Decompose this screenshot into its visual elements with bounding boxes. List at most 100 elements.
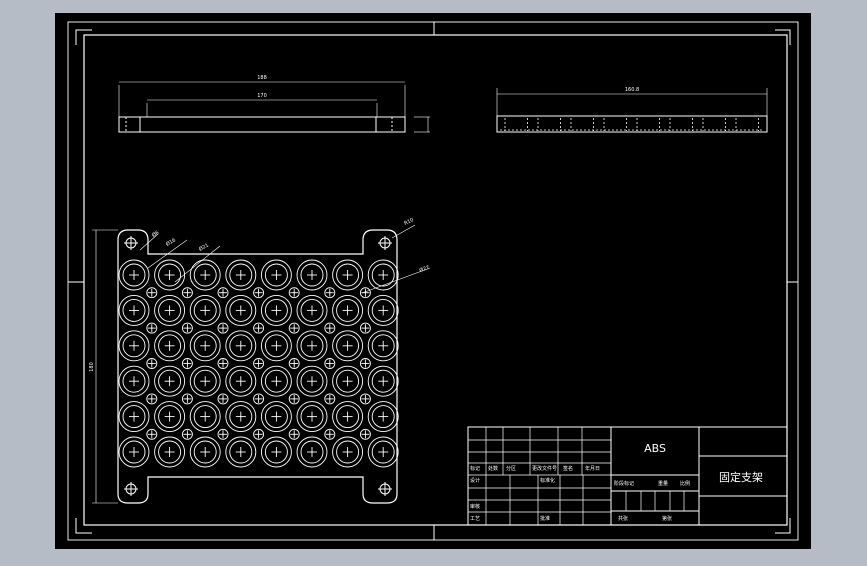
vent-hole (359, 287, 371, 299)
cell-outer-ring (118, 401, 150, 433)
cell-inner-ring (229, 263, 253, 287)
cell-outer-ring (154, 401, 186, 433)
front-view (118, 81, 430, 133)
cell-outer-ring (296, 330, 328, 362)
cell-inner-ring (158, 263, 182, 287)
row-label-review: 审核 (470, 503, 480, 510)
cell-inner-ring (158, 334, 182, 358)
vent-hole (181, 322, 193, 334)
row-label-standard: 标准化 (540, 477, 555, 484)
vent-hole (253, 287, 265, 299)
cell-outer-ring (260, 401, 292, 433)
cell-outer-ring (296, 294, 328, 326)
drawing-sheet (55, 13, 811, 549)
cell-outer-ring (154, 365, 186, 397)
vent-hole (359, 393, 371, 405)
vent-hole (181, 393, 193, 405)
cell-outer-ring (189, 330, 221, 362)
cell-outer-ring (189, 401, 221, 433)
callout-hole-small: Ø6 (151, 229, 161, 239)
cell-outer-ring (118, 259, 150, 291)
vent-hole (217, 322, 229, 334)
cell-inner-ring (264, 369, 288, 393)
title-block-grid (468, 427, 685, 525)
cell-inner-ring (158, 298, 182, 322)
cell-outer-ring (154, 330, 186, 362)
corner-marks (75, 29, 791, 534)
mounting-holes (124, 236, 392, 496)
cell-outer-ring (118, 436, 150, 468)
cell-outer-ring (189, 436, 221, 468)
cell-inner-ring (264, 405, 288, 429)
cell-inner-ring (371, 369, 395, 393)
plan-dim-height-label: 180 (89, 362, 95, 372)
cell-inner-ring (264, 334, 288, 358)
vent-hole (253, 393, 265, 405)
cell-inner-ring (371, 298, 395, 322)
vent-hole (146, 287, 158, 299)
cell-outer-ring (118, 330, 150, 362)
vent-hole (359, 358, 371, 369)
cell-outer-ring (154, 436, 186, 468)
header-label-date: 年月日 (585, 465, 600, 472)
cell-outer-ring (260, 330, 292, 362)
vent-hole (146, 428, 158, 440)
vent-hole (181, 287, 193, 299)
plan-outline (117, 229, 398, 504)
header-label-mark: 标记 (470, 465, 480, 472)
vent-hole (288, 393, 300, 405)
cell-inner-ring (229, 405, 253, 429)
cell-outer-ring (296, 259, 328, 291)
vent-hole (181, 358, 193, 369)
vent-hole (146, 358, 158, 369)
vent-hole (253, 358, 265, 369)
vent-hole (253, 322, 265, 334)
cell-inner-ring (300, 369, 324, 393)
cell-inner-ring (371, 263, 395, 287)
cell-inner-ring (158, 440, 182, 464)
cell-outer-ring (332, 294, 364, 326)
vent-hole (359, 322, 371, 334)
cell-inner-ring (371, 405, 395, 429)
cell-inner-ring (122, 334, 146, 358)
header-label-sign: 签名 (563, 465, 573, 472)
cell-outer-ring (367, 330, 399, 362)
vent-hole (324, 358, 336, 369)
cell-inner-ring (229, 334, 253, 358)
cell-outer-ring (332, 436, 364, 468)
vent-hole (288, 428, 300, 440)
cell-inner-ring (158, 405, 182, 429)
vent-hole (146, 393, 158, 405)
cell-outer-ring (118, 365, 150, 397)
cell-outer-ring (225, 330, 257, 362)
callout-hole-medium: Ø16 (165, 237, 177, 248)
cell-inner-ring (122, 405, 146, 429)
cell-inner-ring (336, 334, 360, 358)
cell-outer-ring (118, 294, 150, 326)
vent-hole (324, 428, 336, 440)
inner-frame (83, 34, 788, 526)
vent-hole (324, 287, 336, 299)
cell-inner-ring (264, 298, 288, 322)
vent-hole (217, 428, 229, 440)
material-label: ABS (644, 442, 666, 455)
cell-inner-ring (300, 334, 324, 358)
stage-mark-label: 阶段标记 (614, 480, 634, 487)
cell-inner-ring (300, 263, 324, 287)
vent-hole (217, 358, 229, 369)
cell-outer-ring (332, 259, 364, 291)
cell-inner-ring (193, 263, 217, 287)
row-label-approve: 批准 (540, 515, 550, 522)
cell-outer-ring (367, 436, 399, 468)
cell-inner-ring (229, 369, 253, 393)
cell-outer-ring (189, 294, 221, 326)
front-dim-outer: 188 (257, 75, 267, 81)
cell-inner-ring (300, 298, 324, 322)
scale-label: 比例 (680, 480, 690, 487)
top-dim: 160.8 (625, 87, 639, 93)
vent-hole (217, 287, 229, 299)
cell-outer-ring (260, 294, 292, 326)
cell-inner-ring (229, 440, 253, 464)
